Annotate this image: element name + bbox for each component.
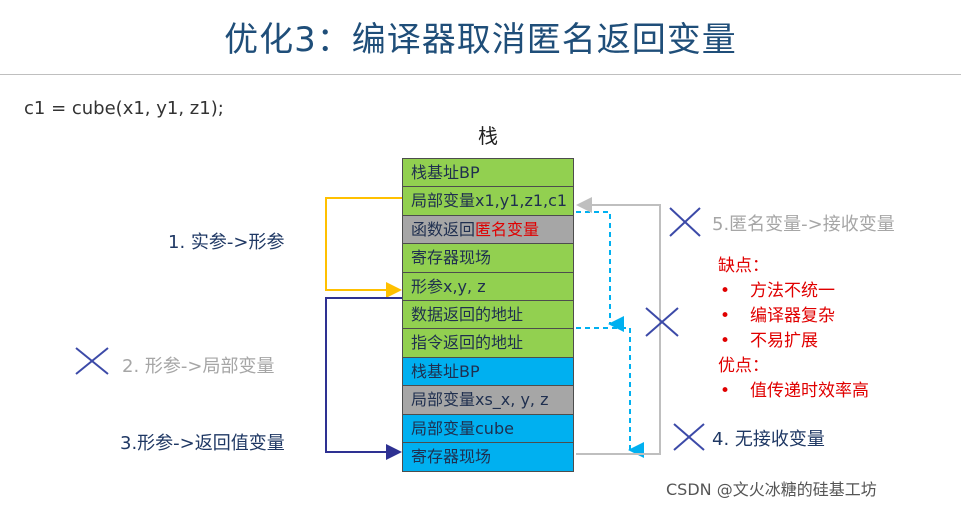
pros-item: •值传递时效率高 [720,381,869,401]
step1-label: 1. 实参->形参 [168,232,285,253]
stack-cell-anonymous-return: 函数返回匿名变量 [403,215,573,245]
step5-label: 5.匿名变量->接收变量 [712,214,895,235]
pros-cons-notes: 缺点： •方法不统一 •编译器复杂 •不易扩展 优点： •值传递时效率高 [718,254,869,404]
step3-label: 3.形参->返回值变量 [120,433,285,454]
title-divider [0,74,961,75]
stack-diagram: 栈基址BP 局部变量x1,y1,z1,c1 函数返回匿名变量 寄存器现场 形参x… [402,158,574,473]
cross-icon-step2 [75,347,109,375]
stack-cell-instruction-return-address: 指令返回的地址 [403,329,573,358]
cross-icon-middle [645,307,679,337]
pros-title: 优点： [718,356,769,376]
page-title: 优化3：编译器取消匿名返回变量 [224,20,737,60]
watermark: CSDN @文火冰糖的硅基工坊 [666,480,877,499]
arrow-dashed-data-addr-to-cube [576,327,644,458]
step4-label: 4. 无接收变量 [712,429,825,450]
cons-title: 缺点： [718,256,769,276]
cross-icon-step4 [673,423,705,451]
anonymous-variable-text: 匿名变量 [475,219,540,239]
step2-label: 2. 形参->局部变量 [122,356,275,377]
arrow-dashed-anon-to-data-addr [576,211,624,332]
stack-cell-bp-callee: 栈基址BP [403,357,573,387]
arrow-params-to-return-var [325,297,402,460]
stack-cell-bp-caller: 栈基址BP [403,159,573,188]
cross-icon-step5 [669,207,701,237]
stack-cell-params: 形参x,y, z [403,272,573,301]
stack-cell-callee-locals: 局部变量xs_x, y, z [403,386,573,415]
cons-item: •编译器复杂 [720,306,835,326]
stack-cell-registers-callee: 寄存器现场 [403,442,573,472]
code-line: c1 = cube(x1, y1, z1); [24,98,224,119]
stack-cell-local-cube: 局部变量cube [403,414,573,443]
stack-cell-registers-caller: 寄存器现场 [403,244,573,273]
cons-item: •不易扩展 [720,331,818,351]
cons-item: •方法不统一 [720,281,835,301]
stack-label: 栈 [478,124,498,148]
stack-cell-data-return-address: 数据返回的地址 [403,300,573,330]
arrow-cube-to-receiver [576,197,661,455]
stack-cell-caller-locals: 局部变量x1,y1,z1,c1 [403,187,573,216]
arrow-args-to-params [325,197,402,298]
